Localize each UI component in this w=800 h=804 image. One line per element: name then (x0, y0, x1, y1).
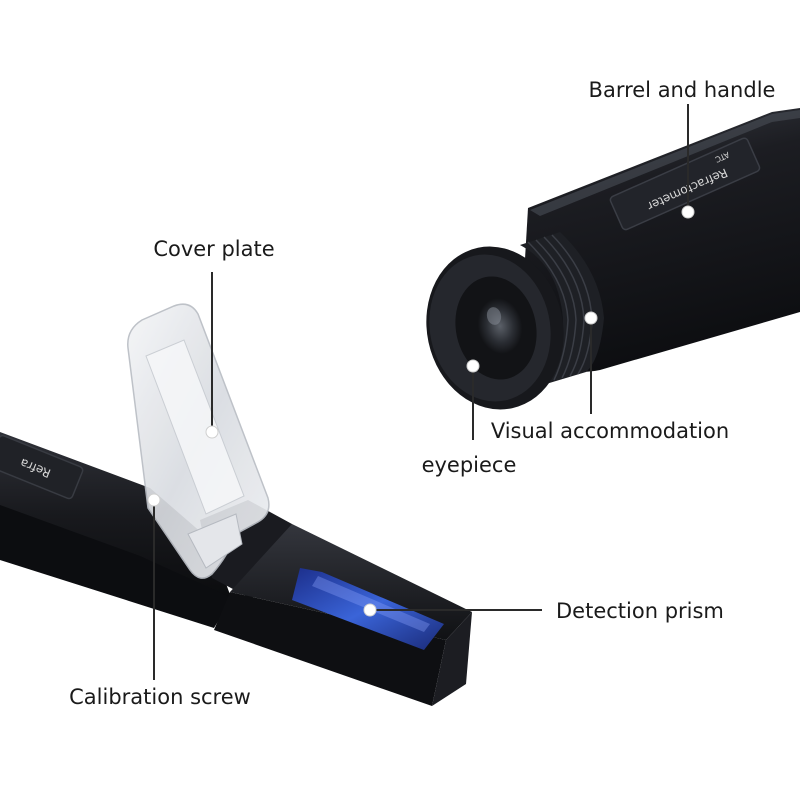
label-calibration-screw: Calibration screw (69, 685, 251, 709)
body-assembly: Refra (0, 303, 472, 706)
callout-dot-cover (205, 425, 219, 439)
label-cover-plate: Cover plate (153, 237, 274, 261)
prism-wedge-front (214, 592, 446, 706)
callout-dot-eyepiece (466, 359, 480, 373)
callouts (153, 104, 689, 680)
cover-plate-inner (145, 339, 245, 515)
accommodation-ring (520, 232, 604, 384)
label-detection-prism: Detection prism (556, 599, 724, 623)
prism-wedge-side (432, 612, 472, 706)
callout-dot-barrel (681, 205, 695, 219)
callout-dots (147, 205, 695, 617)
label-visual-accommodation: Visual accommodation (491, 419, 729, 443)
device-body-lower (0, 505, 232, 628)
eyepiece-glint (486, 307, 502, 325)
barrel-assembly: Refractometer ATC (426, 108, 800, 410)
callout-dot-visual (584, 311, 598, 325)
body-plate: Refra (0, 434, 84, 500)
barrel-highlight (530, 110, 800, 216)
callout-dot-calibration (147, 493, 161, 507)
callout-dot-prism (363, 603, 377, 617)
label-barrel-and-handle: Barrel and handle (589, 78, 776, 102)
cover-plate-hinge (187, 513, 243, 569)
label-eyepiece: eyepiece (422, 453, 517, 477)
